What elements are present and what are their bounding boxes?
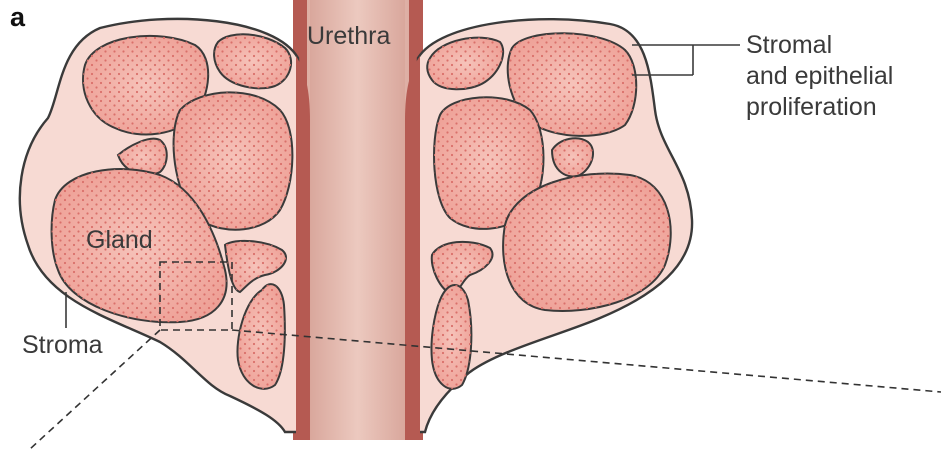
proliferation-line-3: proliferation <box>746 92 893 123</box>
panel-label: a <box>10 2 25 33</box>
urethra-label: Urethra <box>307 22 390 51</box>
proliferation-line-1: Stromal <box>746 30 893 61</box>
stroma-label: Stroma <box>22 331 103 360</box>
proliferation-label: Stromal and epithelial proliferation <box>746 30 893 123</box>
gland-label: Gland <box>86 226 153 255</box>
proliferation-line-2: and epithelial <box>746 61 893 92</box>
